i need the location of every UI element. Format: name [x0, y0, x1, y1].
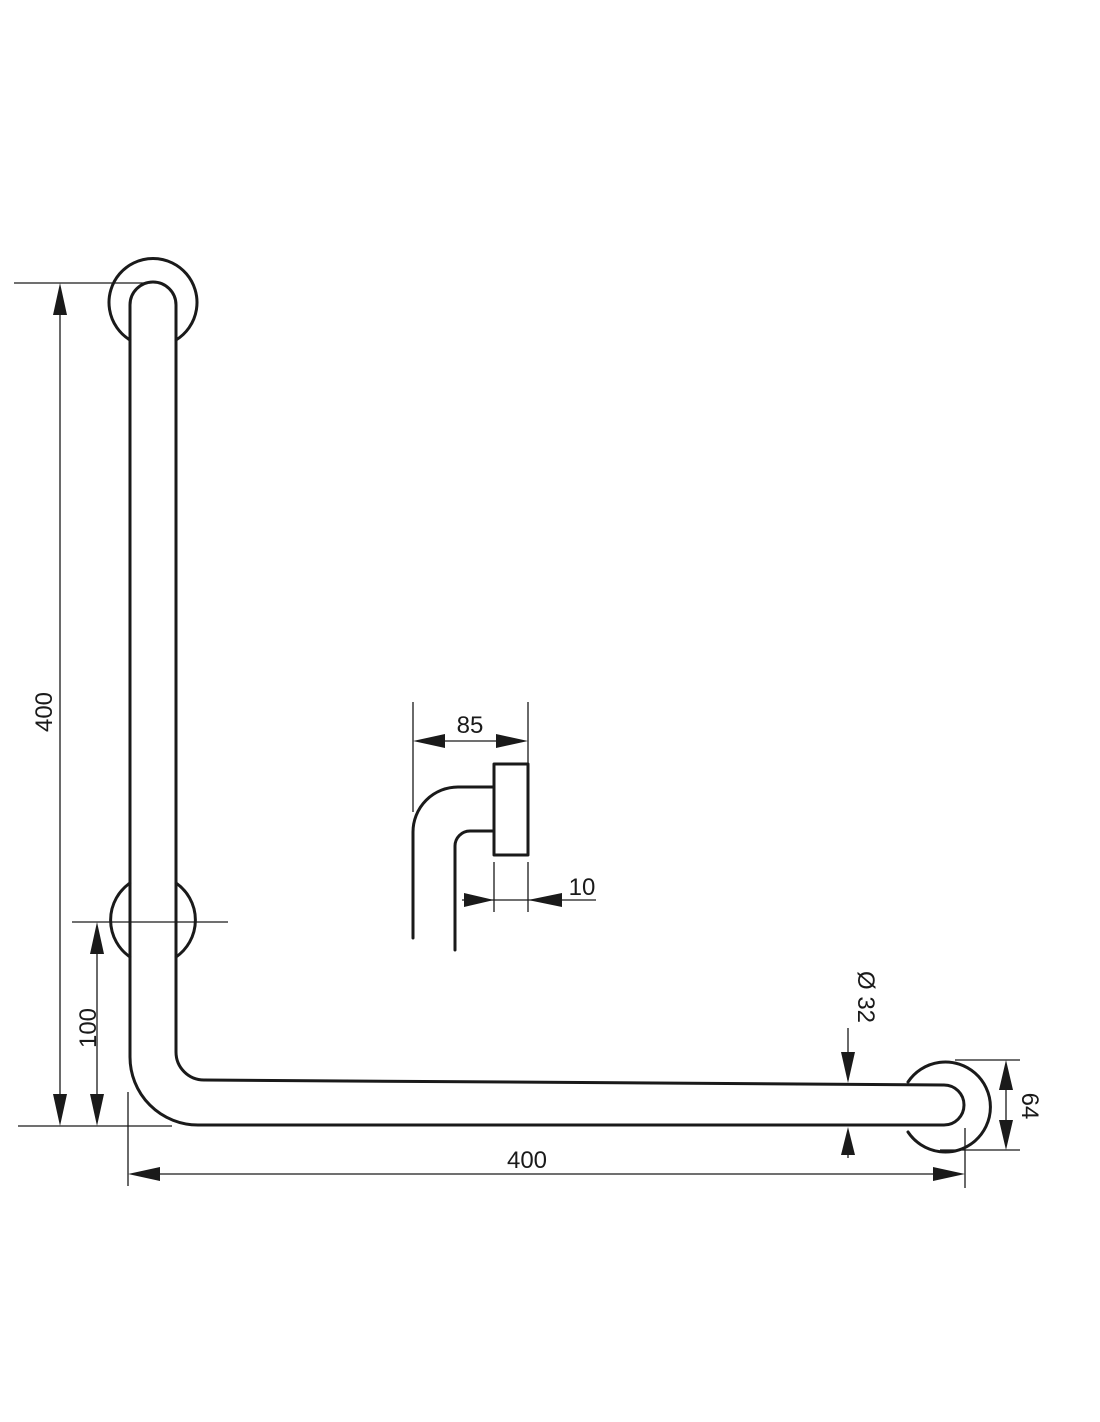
top-flange	[107, 256, 199, 342]
flange-height-label: 100	[75, 1008, 102, 1048]
flange-thickness-label: 10	[569, 874, 596, 901]
side-view-detail: 85 10	[411, 702, 596, 952]
dimension-total-height: 400	[31, 283, 67, 1126]
total-height-label: 400	[31, 692, 58, 732]
middle-flange	[109, 881, 197, 959]
dimension-flange-height: 100	[75, 922, 104, 1126]
wall-offset-label: 85	[457, 712, 484, 739]
total-width-label: 400	[507, 1147, 547, 1174]
dimension-flange-diameter: 64	[999, 1060, 1043, 1150]
l-shaped-tube	[128, 280, 966, 1127]
flange-diameter-label: 64	[1016, 1093, 1043, 1120]
extension-lines	[14, 282, 1020, 1188]
dimension-tube-diameter: Ø 32	[841, 971, 879, 1158]
right-flange	[906, 1060, 992, 1154]
dimension-total-width: 400	[128, 1147, 965, 1181]
tube-diameter-label: Ø 32	[852, 971, 879, 1023]
